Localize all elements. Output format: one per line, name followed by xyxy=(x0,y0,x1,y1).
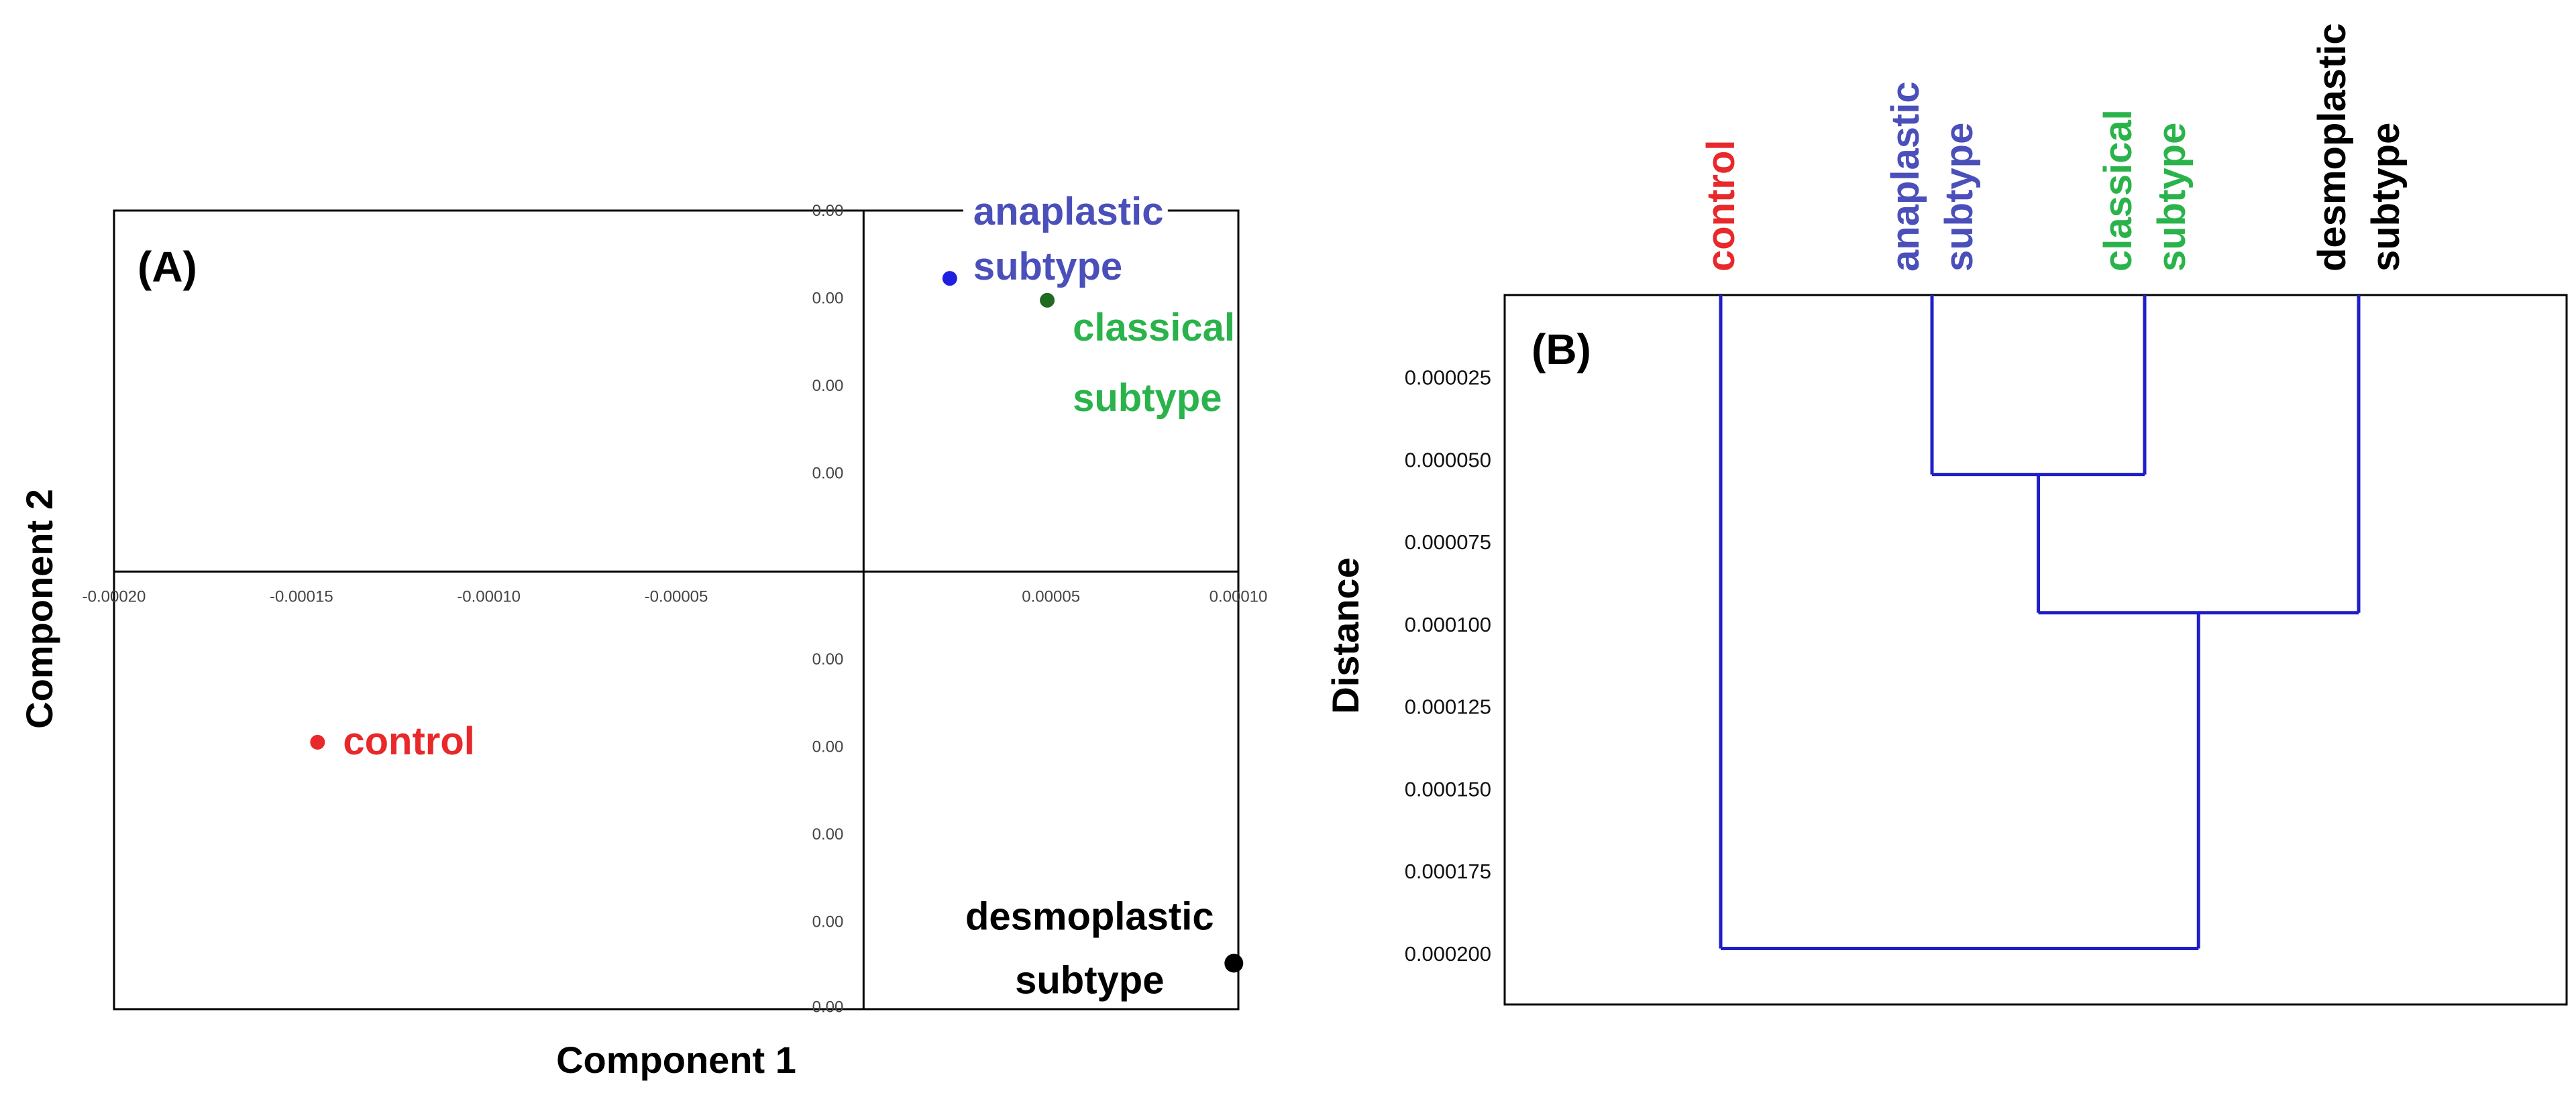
panel-b-y-tick-label: 0.000175 xyxy=(1405,860,1491,883)
panel-a-x-ticks: -0.00020 -0.00015 -0.00010 -0.00005 0.00005 0… xyxy=(83,587,1268,606)
panel-a-plot-frame xyxy=(113,209,1240,1011)
panel-b-y-tick-label: 0.000150 xyxy=(1405,777,1491,801)
panel-b-plot-frame xyxy=(1503,294,2568,1006)
leaf-label-desmoplastic: subtype xyxy=(2364,123,2408,272)
panel-a-x-tick-label: -0.00015 xyxy=(270,587,333,606)
point-label-desmoplastic: desmoplastic xyxy=(965,895,1214,938)
panel-a-y-tick-label: 0.00 xyxy=(812,650,844,669)
leaf-label-anaplastic: anaplastic xyxy=(1884,81,1927,272)
leaf-label-classical: subtype xyxy=(2150,123,2194,272)
leaf-label-control: control xyxy=(1699,139,1743,272)
panel-a-y-ticks: 0.00 0.00 0.00 0.00 0.00 0.00 0.00 0.00 0.00 xyxy=(812,202,844,1017)
panel-a-y-tick-label: 0.00 xyxy=(812,377,844,395)
panel-b-y-tick-label: 0.000200 xyxy=(1405,942,1491,966)
panel-b-y-tick-label: 0.000100 xyxy=(1405,613,1491,636)
panel-b-y-tick-label: 0.000025 xyxy=(1405,366,1491,390)
panel-b-dendrogram-chart: (B) Distance 0.0000250.0000500.0000750.0… xyxy=(1324,23,2568,1006)
leaf-label-desmoplastic: desmoplastic xyxy=(2310,23,2354,272)
panel-a-y-tick-label: 0.00 xyxy=(812,738,844,756)
panel-a-y-tick-label: 0.00 xyxy=(812,913,844,931)
panel-a-x-tick-label: -0.00020 xyxy=(83,587,146,606)
panel-a-x-tick-label: 0.00010 xyxy=(1210,587,1268,606)
panel-a-y-tick-label: 0.00 xyxy=(812,825,844,844)
panel-b-y-tick-label: 0.000125 xyxy=(1405,695,1491,719)
panel-a-scatter-chart: -0.00020 -0.00015 -0.00010 -0.00005 0.00005 0… xyxy=(18,178,1267,1081)
panel-b-tree xyxy=(1719,295,2361,951)
panel-b-y-ticks: 0.000025 0.000050 0.000075 0.000100 0.000125… xyxy=(1405,366,1491,966)
panel-a-y-tick-label: 0.00 xyxy=(812,290,844,308)
panel-a-points: anaplastic subtype classical subtype control… xyxy=(310,178,1244,1002)
panel-b-y-tick-label: 0.000075 xyxy=(1405,530,1491,554)
panel-a-axes xyxy=(114,211,1238,1009)
leaf-label-anaplastic: subtype xyxy=(1937,123,1981,272)
panel-a-label: (A) xyxy=(138,243,197,291)
panel-a-x-tick-label: -0.00005 xyxy=(645,587,708,606)
point-anaplastic xyxy=(942,271,957,286)
panel-a-x-axis-title: Component 1 xyxy=(556,1039,796,1081)
point-label-classical: classical xyxy=(1073,306,1235,349)
panel-b-label: (B) xyxy=(1532,325,1591,373)
point-label-anaplastic: subtype xyxy=(973,245,1122,288)
point-classical xyxy=(1040,292,1055,308)
point-label-control: control xyxy=(343,719,475,763)
panel-b-y-axis-title: Distance xyxy=(1324,557,1366,713)
panel-b-y-tick-label: 0.000050 xyxy=(1405,448,1491,471)
panel-a-y-tick-label: 0.00 xyxy=(812,202,844,220)
panel-a-x-tick-label: 0.00005 xyxy=(1022,587,1080,606)
point-label-classical: subtype xyxy=(1073,376,1222,420)
anaplastic-label-backdrop xyxy=(963,178,1168,231)
panel-a-y-tick-label: 0.00 xyxy=(812,465,844,483)
panel-a-y-axis-title: Component 2 xyxy=(18,489,60,729)
point-label-desmoplastic: subtype xyxy=(1015,958,1164,1002)
point-control xyxy=(310,734,325,750)
point-label-anaplastic: anaplastic xyxy=(973,190,1164,233)
panel-a-y-tick-label: 0.00 xyxy=(812,998,844,1017)
leaf-label-classical: classical xyxy=(2096,109,2140,272)
point-desmoplastic xyxy=(1224,954,1244,973)
panel-a-x-tick-label: -0.00010 xyxy=(457,587,521,606)
